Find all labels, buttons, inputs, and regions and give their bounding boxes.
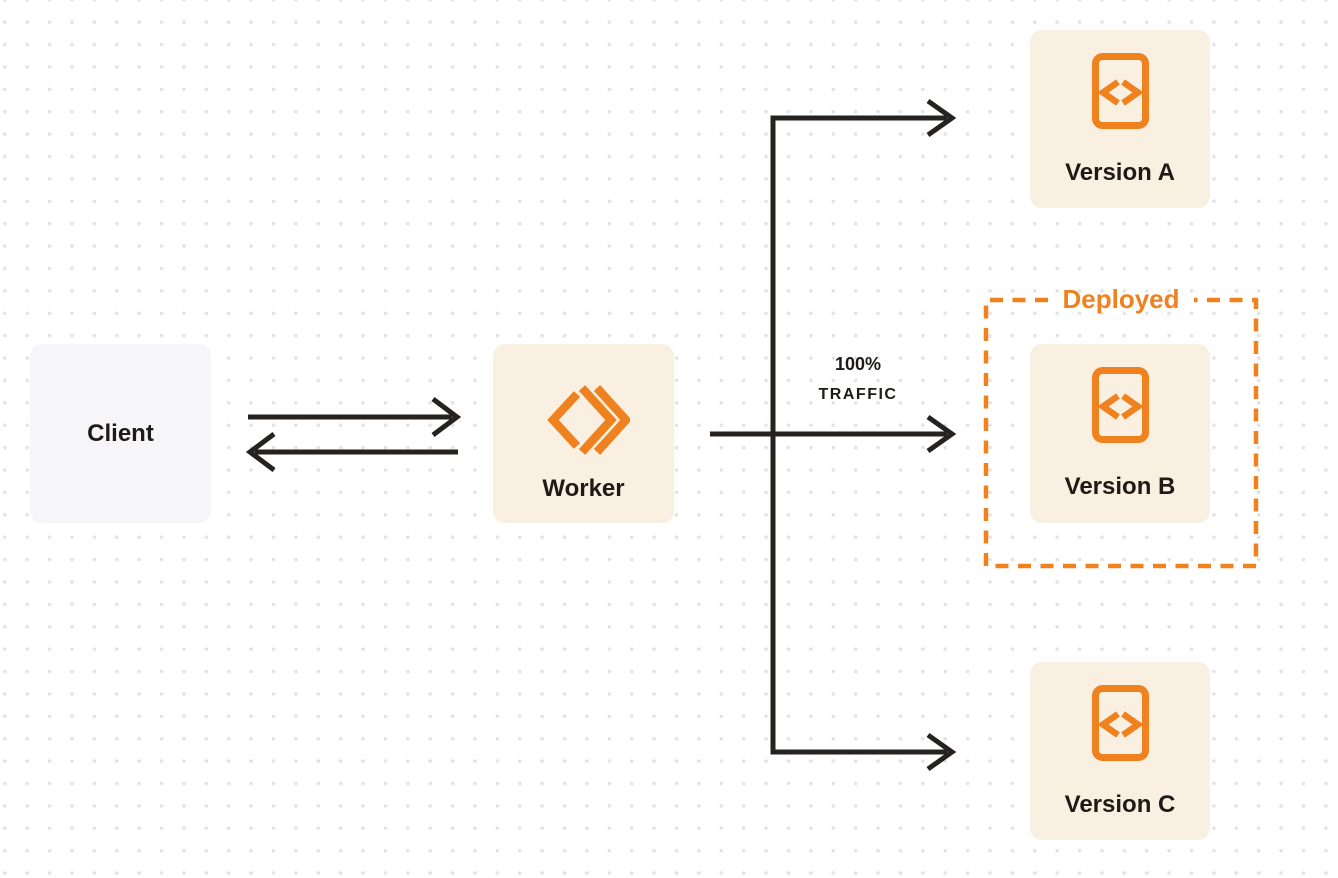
version-a-label: Version A xyxy=(1065,159,1175,186)
version-c-label: Version C xyxy=(1064,791,1176,818)
node-version-a: Version A xyxy=(1030,30,1210,208)
client-to-worker-arrow xyxy=(248,397,462,437)
worker-branch-lines xyxy=(710,115,947,755)
code-file-icon xyxy=(1091,367,1149,443)
traffic-label: 100% TRAFFIC xyxy=(819,351,898,407)
traffic-word: TRAFFIC xyxy=(818,386,898,403)
worker-label: Worker xyxy=(542,475,625,502)
node-version-c: Version C xyxy=(1030,662,1210,840)
traffic-percent: 100% xyxy=(834,354,882,374)
node-client: Client xyxy=(30,344,211,523)
code-file-icon xyxy=(1091,685,1149,761)
code-file-icon xyxy=(1091,53,1149,129)
node-version-b: Version B xyxy=(1030,344,1210,523)
deployed-dashed-frame xyxy=(983,297,1259,569)
deployed-badge: Deployed xyxy=(1062,283,1180,314)
node-worker: Worker xyxy=(493,344,674,523)
workers-logo-icon xyxy=(546,385,630,455)
version-b-label: Version B xyxy=(1064,473,1176,500)
worker-to-client-arrow xyxy=(245,432,458,472)
version-arrowheads xyxy=(926,98,957,772)
client-label: Client xyxy=(87,419,154,447)
